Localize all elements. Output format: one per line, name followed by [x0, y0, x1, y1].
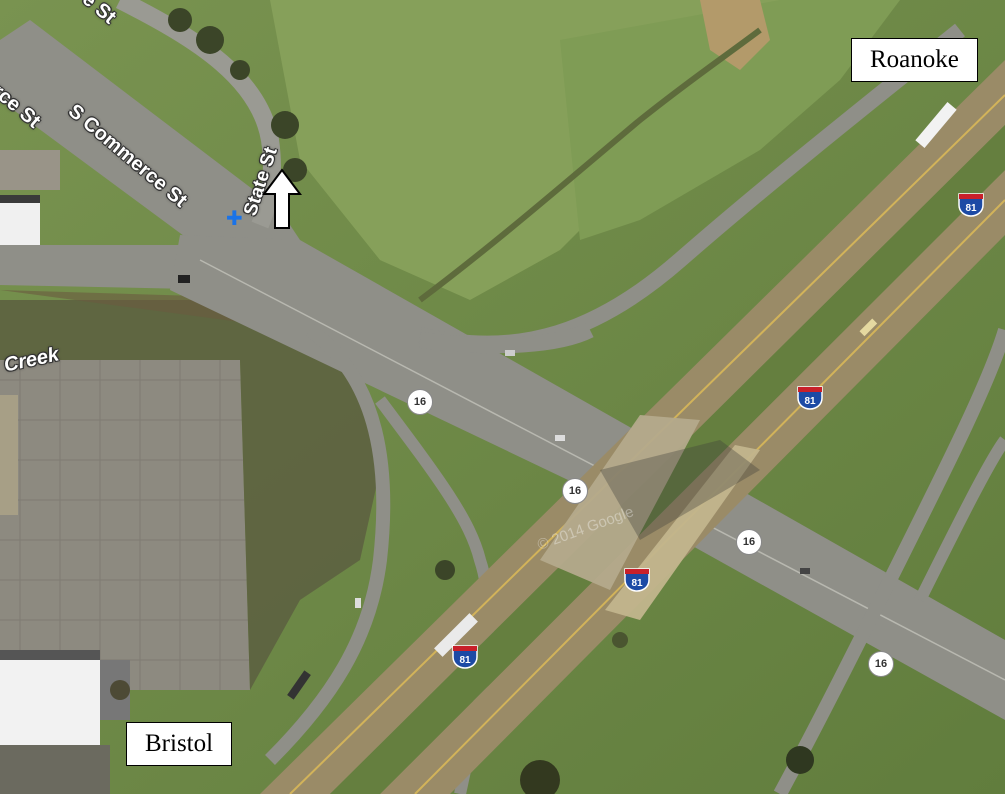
interstate-81-number: 81	[459, 655, 471, 666]
route-16-shield: 16	[562, 478, 588, 504]
interstate-81-shield: 81	[797, 386, 823, 410]
route-16-shield: 16	[407, 389, 433, 415]
interstate-81-number: 81	[804, 396, 816, 407]
interstate-81-shield: 81	[624, 568, 650, 592]
route-16-shield: 16	[868, 651, 894, 677]
interstate-81-shield: 81	[958, 193, 984, 217]
interstate-81-number: 81	[631, 578, 643, 589]
route-16-shield: 16	[736, 529, 762, 555]
place-marker-icon[interactable]: ✚	[226, 206, 243, 230]
city-label-roanoke: Roanoke	[851, 38, 978, 82]
interstate-81-number: 81	[965, 203, 977, 214]
city-label-bristol: Bristol	[126, 722, 233, 766]
interstate-81-shield: 81	[452, 645, 478, 669]
